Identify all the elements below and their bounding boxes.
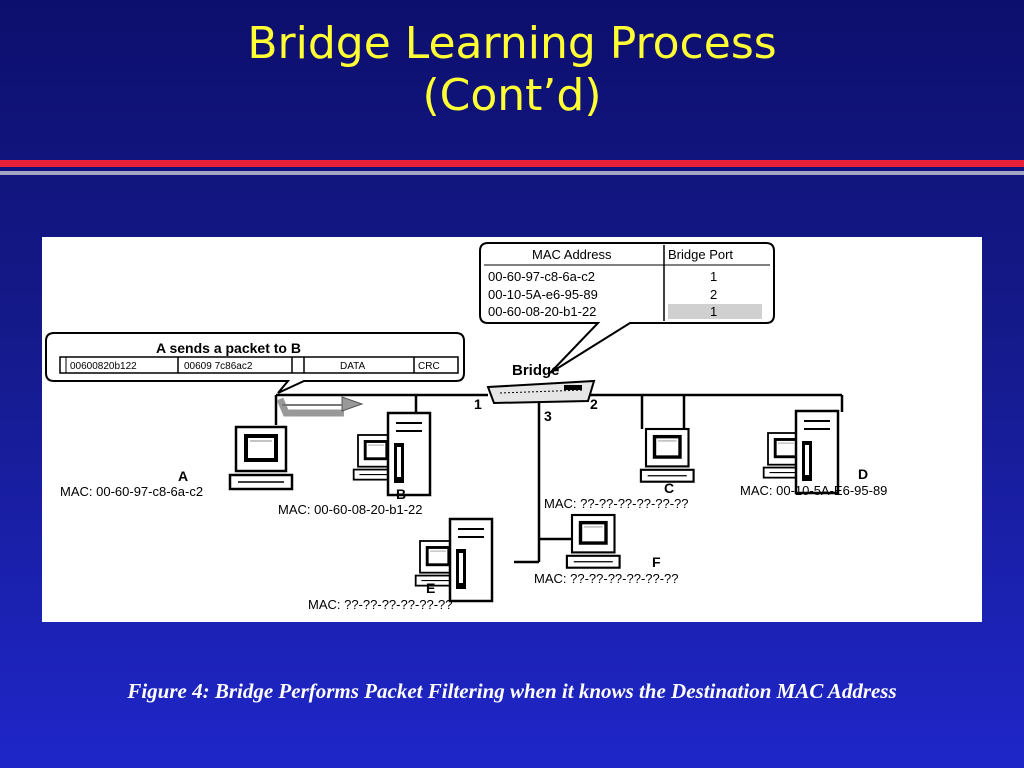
host-b-letter: B bbox=[396, 486, 406, 502]
slide-title: Bridge Learning Process (Cont’d) bbox=[0, 18, 1024, 122]
divider-red bbox=[0, 160, 1024, 167]
host-c-letter: C bbox=[664, 480, 674, 496]
host-f-computer bbox=[565, 513, 621, 569]
figure-caption: Figure 4: Bridge Performs Packet Filteri… bbox=[127, 679, 897, 703]
bridge-device bbox=[486, 379, 596, 405]
bridge-diagram: Bridge 1 2 3 MAC Address Bridge Port 00-… bbox=[42, 237, 982, 622]
host-a-mac: MAC: 00-60-97-c8-6a-c2 bbox=[60, 484, 203, 499]
host-c-computer bbox=[639, 427, 695, 483]
packet-field-crc: CRC bbox=[418, 361, 440, 372]
divider-grey bbox=[0, 171, 1024, 175]
packet-title: A sends a packet to B bbox=[156, 340, 301, 356]
host-b-mac: MAC: 00-60-08-20-b1-22 bbox=[278, 502, 423, 517]
packet-arrow bbox=[276, 396, 364, 417]
host-d-computer bbox=[762, 409, 840, 495]
table-row-1-mac: 00-60-97-c8-6a-c2 bbox=[488, 269, 595, 284]
host-d-letter: D bbox=[858, 466, 868, 482]
host-d-mac: MAC: 00-10-5A-E6-95-89 bbox=[740, 483, 887, 498]
host-e-letter: E bbox=[426, 580, 435, 596]
bridge-port-1: 1 bbox=[474, 396, 482, 412]
table-header-port: Bridge Port bbox=[668, 247, 733, 262]
table-row-3-port: 1 bbox=[710, 304, 717, 319]
host-c-mac: MAC: ??-??-??-??-??-?? bbox=[544, 496, 689, 511]
bridge-port-2: 2 bbox=[590, 396, 598, 412]
bridge-label: Bridge bbox=[512, 362, 560, 379]
host-e-mac: MAC: ??-??-??-??-??-?? bbox=[308, 597, 453, 612]
table-row-2-mac: 00-10-5A-e6-95-89 bbox=[488, 287, 598, 302]
host-f-letter: F bbox=[652, 554, 661, 570]
packet-field-data: DATA bbox=[340, 361, 366, 372]
packet-field-dest: 00600820b122 bbox=[70, 361, 137, 372]
slide-title-line-1: Bridge Learning Process bbox=[247, 18, 777, 69]
table-row-3-mac: 00-60-08-20-b1-22 bbox=[488, 304, 596, 319]
table-row-2-port: 2 bbox=[710, 287, 717, 302]
slide-title-line-2: (Cont’d) bbox=[422, 70, 602, 121]
host-a-letter: A bbox=[178, 468, 188, 484]
packet-field-source: 00609 7c86ac2 bbox=[184, 361, 253, 372]
table-header-mac: MAC Address bbox=[532, 247, 612, 262]
table-callout bbox=[479, 242, 775, 374]
host-f-mac: MAC: ??-??-??-??-??-?? bbox=[534, 571, 679, 586]
table-row-1-port: 1 bbox=[710, 269, 717, 284]
host-b-computer bbox=[352, 411, 432, 497]
host-a-computer bbox=[228, 425, 294, 491]
bridge-diagram-svg: Bridge 1 2 3 MAC Address Bridge Port 00-… bbox=[45, 242, 887, 612]
bridge-port-3: 3 bbox=[544, 408, 552, 424]
